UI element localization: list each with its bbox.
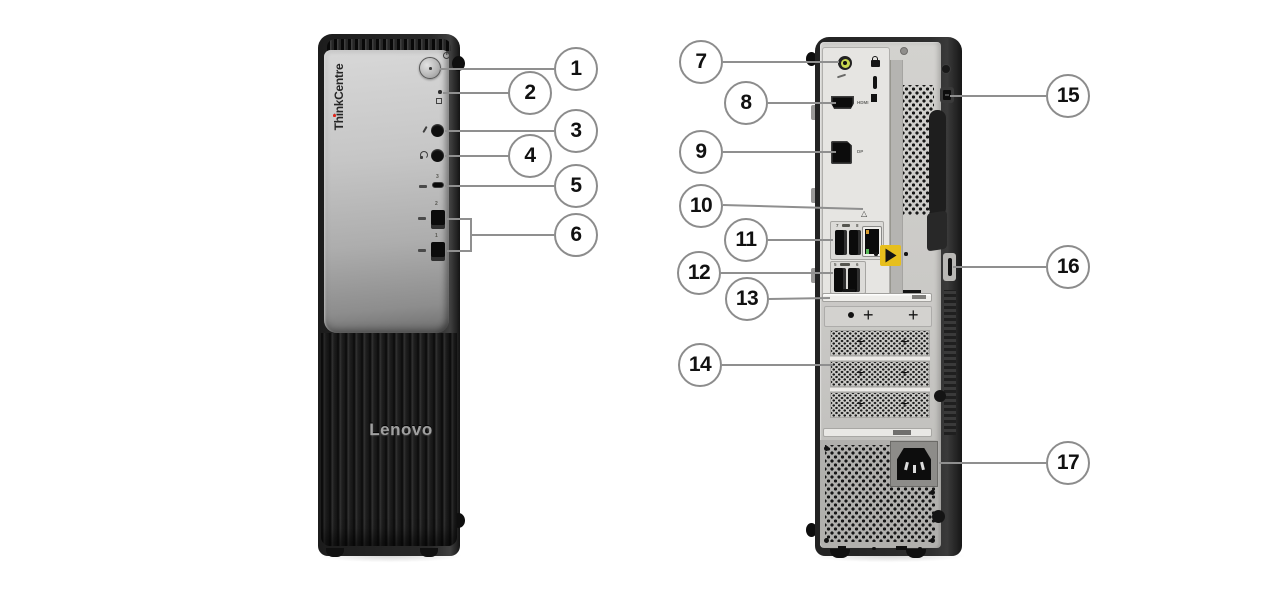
callout-3: 3 [554, 109, 598, 153]
callout-4: 4 [508, 134, 552, 178]
callout-14: 14 [678, 343, 722, 387]
callout-16-number: 16 [1056, 255, 1080, 278]
callout-line-13 [768, 297, 831, 300]
callout-12-number: 12 [687, 261, 711, 284]
callout-4-number: 4 [524, 144, 536, 167]
callout-13: 13 [725, 277, 769, 321]
callout-7: 7 [679, 40, 723, 84]
callout-11: 11 [724, 218, 768, 262]
callout-line-10 [722, 204, 864, 210]
callout-14-number: 14 [688, 353, 712, 376]
callout-8: 8 [724, 81, 768, 125]
callout-17-number: 17 [1056, 451, 1080, 474]
callout-2: 2 [508, 71, 552, 115]
callout-7-number: 7 [695, 50, 707, 73]
callout-1-number: 1 [570, 57, 582, 80]
callout-9: 9 [679, 130, 723, 174]
callout-1: 1 [554, 47, 598, 91]
callout-6: 6 [554, 213, 598, 257]
callout-17: 17 [1046, 441, 1090, 485]
callout-13-number: 13 [735, 287, 759, 310]
callout-10-number: 10 [689, 194, 713, 217]
callout-16: 16 [1046, 245, 1090, 289]
callout-10: 10 [679, 184, 723, 228]
callout-bracket-6 [447, 218, 472, 252]
callout-8-number: 8 [740, 91, 752, 114]
callout-5-number: 5 [570, 174, 582, 197]
callout-11-number: 11 [735, 228, 757, 251]
callout-15: 15 [1046, 74, 1090, 118]
callout-9-number: 9 [695, 140, 707, 163]
callout-3-number: 3 [570, 119, 582, 142]
callout-5: 5 [554, 164, 598, 208]
callout-2-number: 2 [524, 81, 536, 104]
callout-6-number: 6 [570, 223, 582, 246]
callout-15-number: 15 [1056, 84, 1080, 107]
callout-12: 12 [677, 251, 721, 295]
